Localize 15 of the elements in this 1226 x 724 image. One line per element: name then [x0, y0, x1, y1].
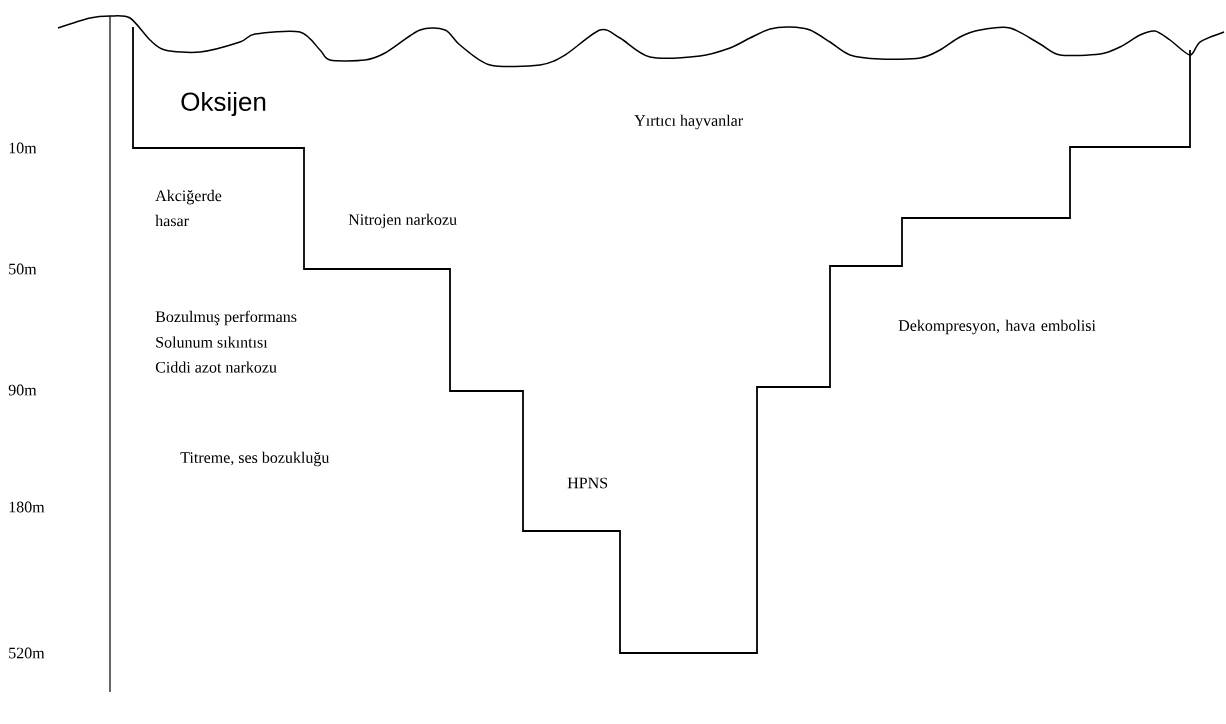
text-label: Akciğerde hasar: [155, 189, 222, 227]
depth-label: 180m: [9, 501, 45, 513]
depth-label: 90m: [8, 384, 37, 396]
depth-label: 10m: [9, 142, 37, 154]
text-label: Ciddi azot narkozu: [155, 361, 277, 373]
text-label: Bozulmuş performans: [155, 310, 297, 326]
depth-label: 50m: [9, 263, 37, 275]
text-label: Yırtıcı hayvanlar: [634, 114, 743, 130]
text-label: Titreme, ses bozukluğu: [180, 451, 330, 467]
text-label: HPNS: [567, 477, 608, 489]
heading-label: Oksijen: [181, 91, 266, 117]
text-label: Solunum sıkıntısı: [156, 336, 268, 348]
text-label: Dekompresyon, hava embolisi: [898, 319, 1096, 335]
text-label: Nitrojen narkozu: [348, 213, 457, 229]
depth-label: 520m: [9, 647, 45, 659]
